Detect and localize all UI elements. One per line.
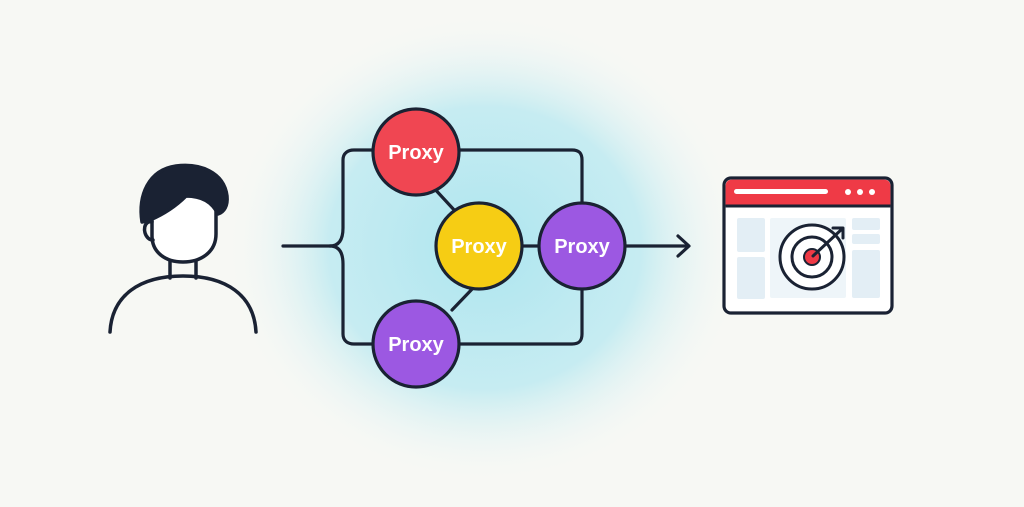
- top-rail-line: [456, 148, 584, 207]
- proxy-node-purple-right: Proxy: [537, 201, 627, 291]
- proxy-node-red: Proxy: [371, 107, 461, 197]
- proxy-label-red: Proxy: [388, 142, 444, 164]
- person-icon: [108, 163, 258, 334]
- bracket-line: [328, 148, 376, 248]
- proxy-label-purple-bottom: Proxy: [388, 334, 444, 356]
- bullseye-icon: [778, 223, 846, 291]
- proxy-label-purple-right: Proxy: [554, 236, 610, 258]
- browser-dot-icon: [845, 189, 851, 195]
- arrow-head-icon: [676, 234, 691, 258]
- proxy-node-purple-bottom: Proxy: [371, 299, 461, 389]
- target-website-icon: [722, 176, 894, 315]
- proxy-node-yellow: Proxy: [434, 201, 524, 291]
- proxy-node-red-circle: [371, 107, 461, 197]
- proxy-node-purple-right-circle: [537, 201, 627, 291]
- proxy-node-purple-bottom-circle: [371, 299, 461, 389]
- browser-address-bar: [734, 189, 828, 194]
- proxy-node-yellow-circle: [434, 201, 524, 291]
- browser-dot-icon: [869, 189, 875, 195]
- browser-dot-icon: [857, 189, 863, 195]
- proxy-label-yellow: Proxy: [451, 236, 507, 258]
- bottom-rail-line: [456, 287, 584, 346]
